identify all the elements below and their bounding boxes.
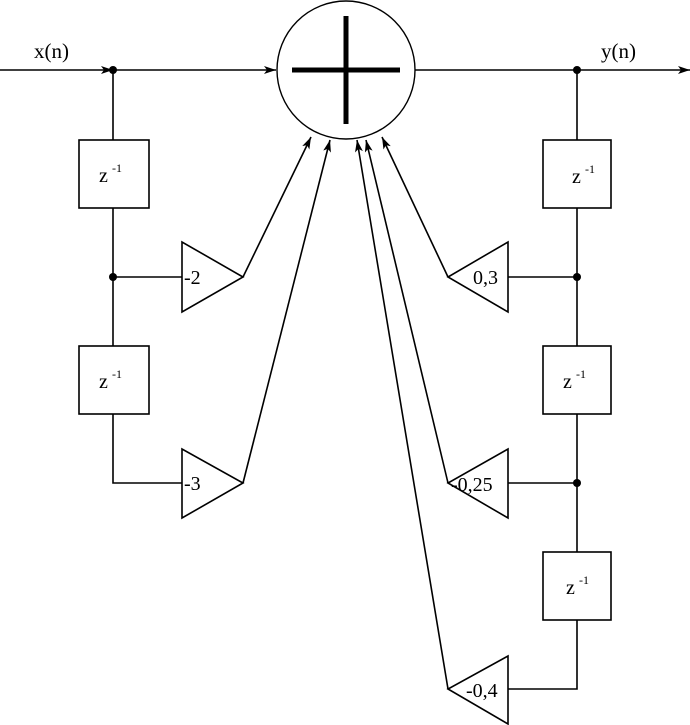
feedback-chain: z -1 0,3 z -1 -0,25 z -1 -0,4 [355,66,612,725]
delay-symbol: z [563,371,572,393]
fb-sum-arrow-1 [381,136,449,278]
delay-symbol: z [572,166,581,188]
fb-gain-amplifier-2: -0,25 [446,447,509,520]
fb-sum-arrow-3 [355,139,449,690]
delay-exponent: -1 [112,161,122,175]
delay-symbol: z [99,371,108,393]
summing-junction [276,0,416,140]
fb-gain-amplifier-1: 0,3 [446,240,509,314]
ff-gain-amplifier-2: -3 [181,447,245,520]
delay-symbol: z [566,577,575,599]
input-signal-label: x(n) [34,39,69,63]
ff-gain-wire-2 [112,414,182,484]
fb-gain-label-2: -0,25 [451,474,493,496]
feedforward-chain: z -1 -2 z -1 -3 [78,66,331,520]
ff-sum-arrow-1 [242,136,312,278]
fb-gain-wire-3 [508,620,578,690]
fb-delay-block-1: z -1 [542,139,612,209]
delay-symbol: z [99,165,108,187]
output-signal-label: y(n) [601,39,636,63]
ff-delay-block-2: z -1 [78,345,150,415]
fb-sum-arrow-2 [364,139,449,484]
ff-gain-amplifier-1: -2 [181,240,245,314]
delay-exponent: -1 [576,367,586,381]
ff-sum-arrow-2 [242,139,331,484]
fb-gain-label-1: 0,3 [473,267,498,289]
ff-gain-label-1: -2 [184,267,201,289]
delay-exponent: -1 [112,367,122,381]
fb-delay-block-3: z -1 [542,551,612,621]
delay-exponent: -1 [585,162,595,176]
ff-gain-label-2: -3 [184,473,201,495]
ff-delay-block-1: z -1 [78,139,150,209]
fb-gain-label-3: -0,4 [466,680,498,702]
fb-delay-block-2: z -1 [542,345,612,415]
fb-gain-amplifier-3: -0,4 [446,654,509,725]
delay-exponent: -1 [579,573,589,587]
